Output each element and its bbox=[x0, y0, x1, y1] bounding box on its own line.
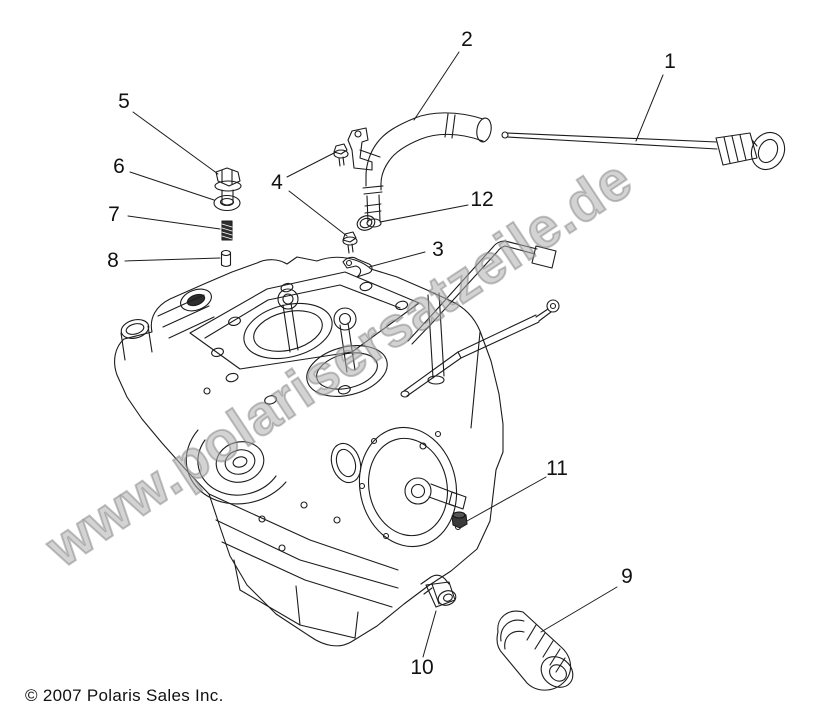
spring-drawing bbox=[221, 220, 233, 241]
flange-bolt-drawing bbox=[214, 167, 242, 206]
nut-drawing bbox=[451, 511, 468, 529]
o-ring-drawing bbox=[356, 215, 376, 231]
callout-10: 10 bbox=[410, 656, 434, 679]
leader-lines bbox=[124, 51, 664, 658]
dipstick-drawing bbox=[501, 131, 786, 171]
oil-fitting-drawing bbox=[420, 574, 457, 608]
copyright-text: © 2007 Polaris Sales Inc. bbox=[25, 686, 224, 705]
mounting-screws-drawing bbox=[333, 143, 358, 254]
callout-5: 5 bbox=[118, 90, 130, 113]
callout-9: 9 bbox=[621, 565, 633, 588]
callout-1: 1 bbox=[664, 50, 676, 73]
callout-11: 11 bbox=[546, 457, 568, 480]
crankcase-drawing bbox=[114, 256, 504, 647]
callout-2: 2 bbox=[461, 28, 473, 51]
callout-3: 3 bbox=[432, 238, 444, 261]
breather-hose-drawing bbox=[347, 112, 492, 228]
washer-drawing bbox=[213, 194, 241, 212]
callout-7: 7 bbox=[108, 203, 120, 226]
bracket-drawing bbox=[342, 256, 373, 278]
callout-6: 6 bbox=[113, 155, 125, 178]
callout-4: 4 bbox=[271, 171, 283, 194]
oil-filter-drawing bbox=[496, 610, 574, 691]
callout-12: 12 bbox=[470, 188, 494, 211]
dowel-pin-drawing bbox=[220, 249, 232, 268]
linkage-rods-drawing bbox=[400, 240, 560, 398]
callout-8: 8 bbox=[107, 249, 119, 272]
